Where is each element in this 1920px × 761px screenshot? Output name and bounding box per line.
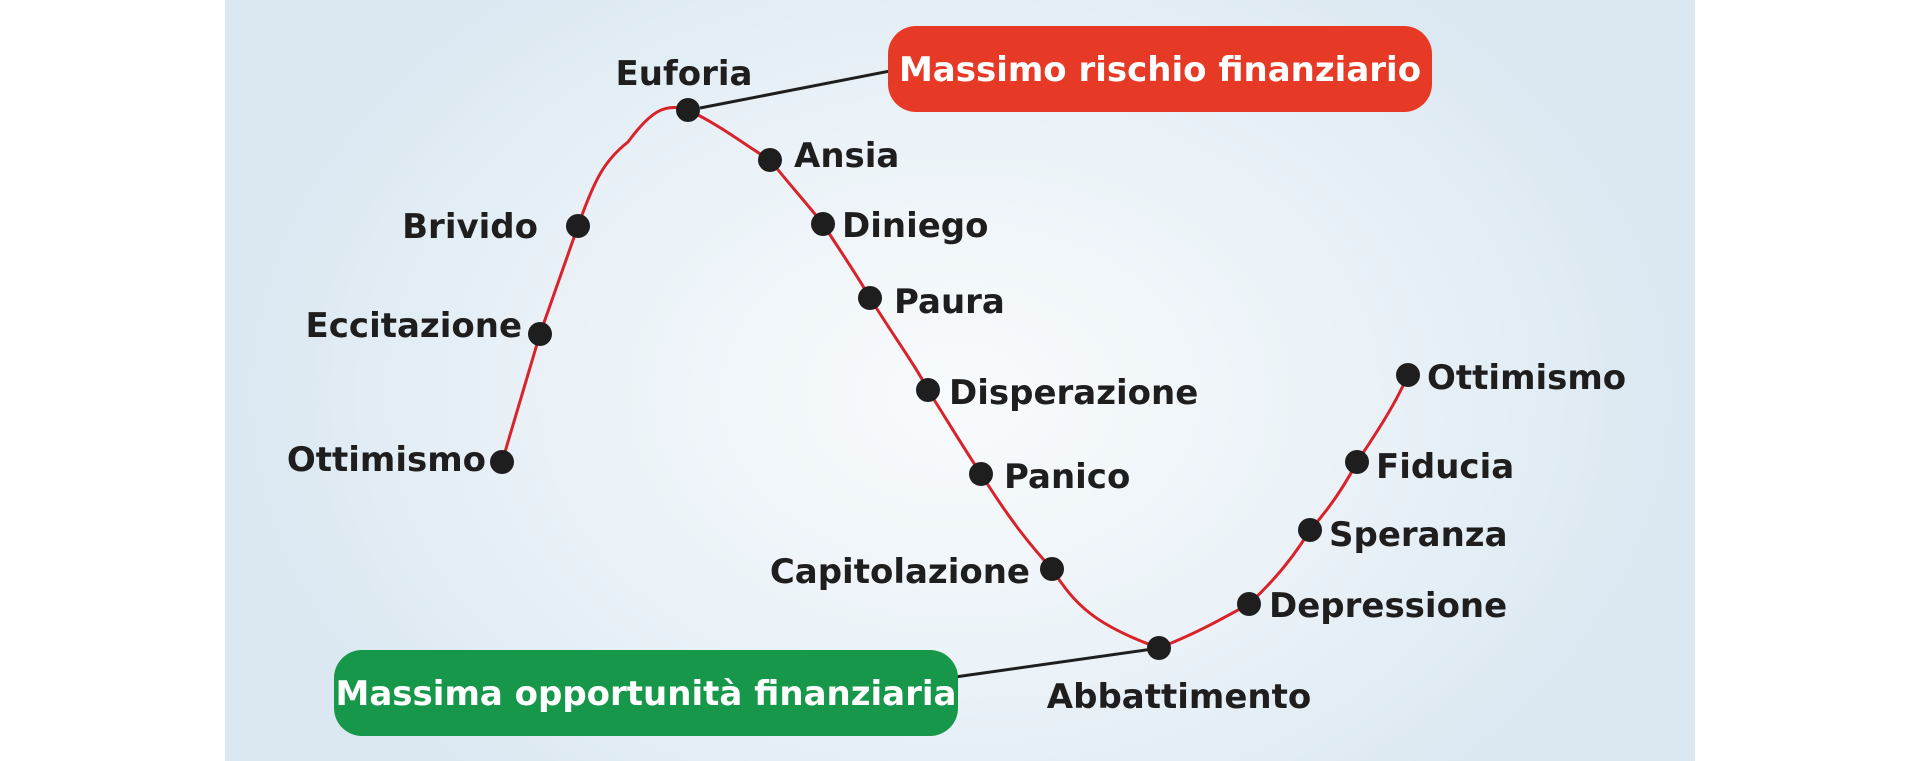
diagram-background xyxy=(225,0,1695,761)
stage-label: Panico xyxy=(1004,457,1130,497)
stage-dot xyxy=(676,98,700,122)
opportunity-connector-line xyxy=(954,646,1161,679)
stage-label: Speranza xyxy=(1329,515,1508,555)
stage-speranza: Speranza xyxy=(1298,515,1508,555)
stage-dot xyxy=(1345,450,1369,474)
stage-disperazione: Disperazione xyxy=(916,373,1198,413)
stage-brivido: Brivido xyxy=(402,207,590,247)
stage-fiducia: Fiducia xyxy=(1345,447,1514,487)
stage-dot xyxy=(811,212,835,236)
stage-label: Depressione xyxy=(1269,586,1507,626)
stage-label: Ansia xyxy=(794,136,899,176)
risk-badge-label: Massimo rischio finanziario xyxy=(899,50,1421,90)
stage-dot xyxy=(1040,557,1064,581)
stage-capitolazione: Capitolazione xyxy=(770,552,1064,592)
stage-dot xyxy=(1396,363,1420,387)
stage-label: Paura xyxy=(894,282,1005,322)
stage-dot xyxy=(858,286,882,310)
stage-label: Euforia xyxy=(616,54,753,94)
stage-label: Abbattimento xyxy=(1047,677,1311,717)
stage-label: Eccitazione xyxy=(306,306,522,346)
stage-eccitazione: Eccitazione xyxy=(306,306,552,346)
stage-label: Ottimismo xyxy=(1427,358,1626,398)
stage-ottimismo-end: Ottimismo xyxy=(1396,358,1626,398)
opportunity-badge: Massima opportunità finanziaria xyxy=(334,650,958,736)
opportunity-badge-label: Massima opportunità finanziaria xyxy=(336,674,957,714)
opportunity-badge-box xyxy=(334,650,958,736)
stage-dot xyxy=(969,462,993,486)
stage-dot xyxy=(1147,636,1171,660)
stage-dot xyxy=(758,148,782,172)
stage-dot xyxy=(566,214,590,238)
stage-diniego: Diniego xyxy=(811,206,989,246)
stage-abbattimento: Abbattimento xyxy=(1047,636,1311,717)
stage-label: Fiducia xyxy=(1376,447,1514,487)
stage-label: Diniego xyxy=(842,206,989,246)
stage-panico: Panico xyxy=(969,457,1130,497)
stage-label: Brivido xyxy=(402,207,538,247)
stage-depressione: Depressione xyxy=(1237,586,1507,626)
stage-label: Disperazione xyxy=(949,373,1198,413)
stage-points: Ottimismo Eccitazione Brivido Euforia An… xyxy=(287,54,1626,717)
stage-label: Capitolazione xyxy=(770,552,1030,592)
risk-connector-line xyxy=(699,68,896,110)
stage-paura: Paura xyxy=(858,282,1005,322)
stage-dot xyxy=(916,378,940,402)
risk-badge-box xyxy=(888,26,1432,112)
stage-dot xyxy=(528,322,552,346)
stage-dot xyxy=(1237,592,1261,616)
stage-label: Ottimismo xyxy=(287,440,486,480)
stage-ottimismo-start: Ottimismo xyxy=(287,440,514,480)
risk-badge: Massimo rischio finanziario xyxy=(888,26,1432,112)
stage-euforia: Euforia xyxy=(616,54,753,122)
stage-ansia: Ansia xyxy=(758,136,899,176)
stage-dot xyxy=(1298,518,1322,542)
stage-dot xyxy=(490,450,514,474)
